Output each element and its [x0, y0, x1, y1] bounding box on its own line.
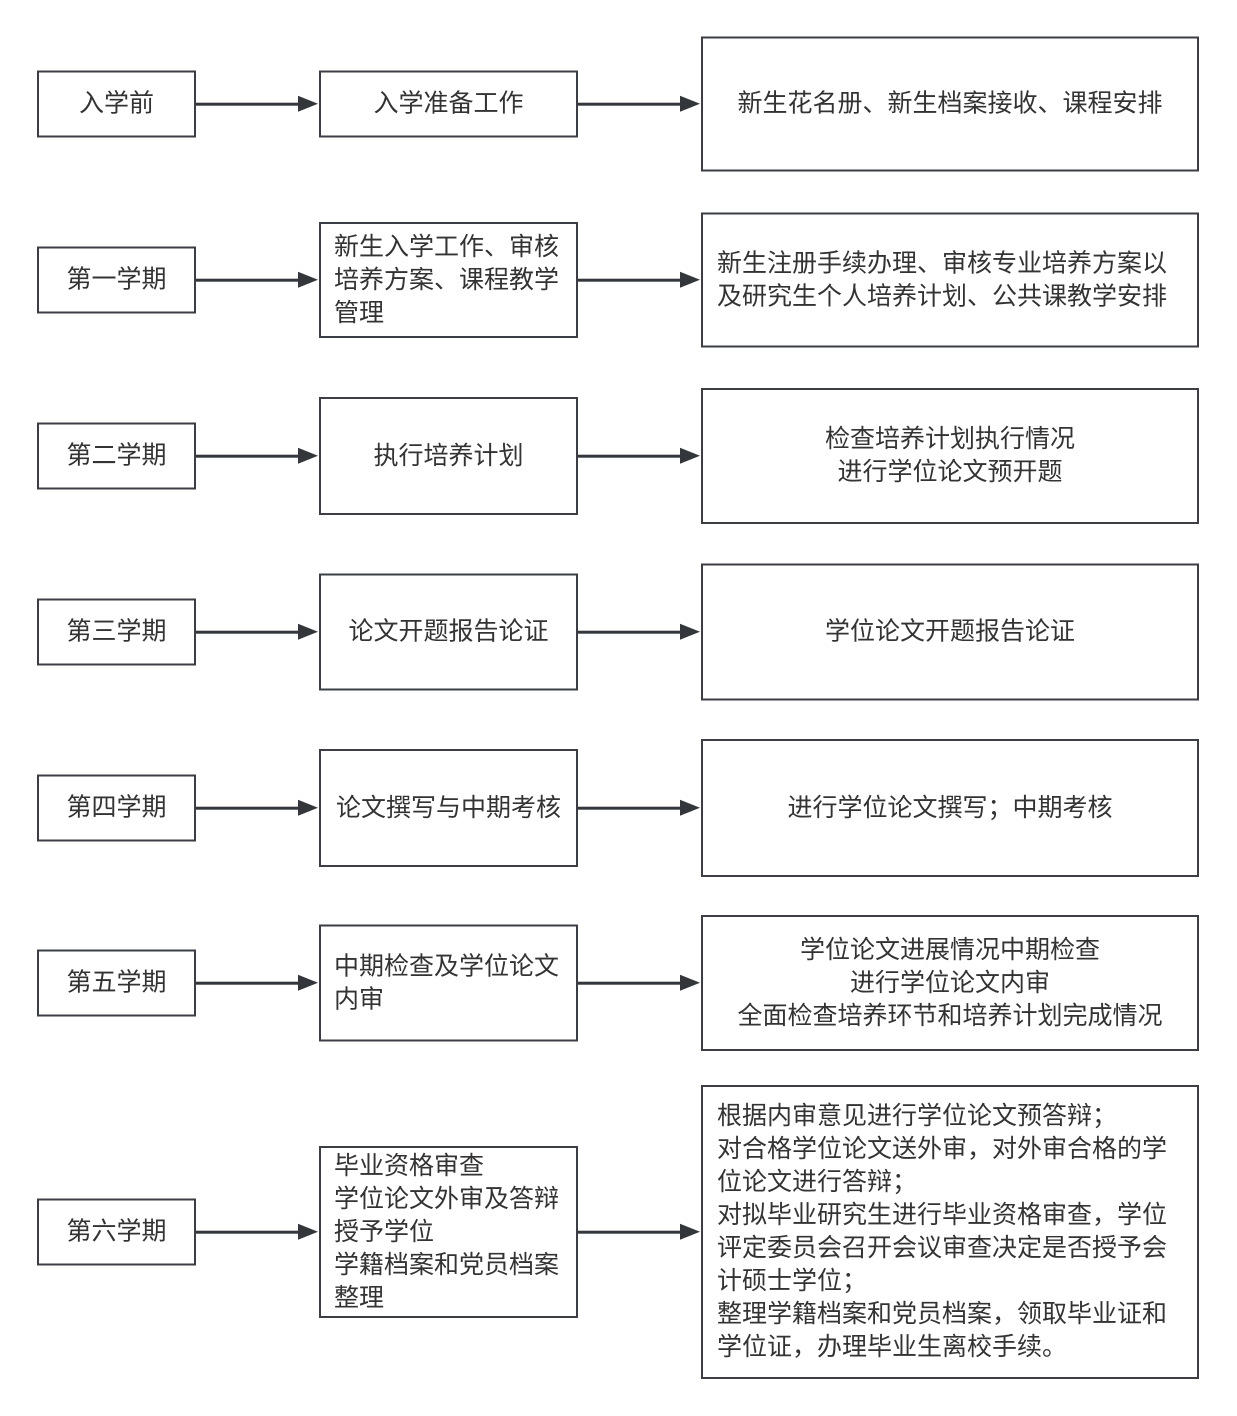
task-box: 论文开题报告论证 — [319, 573, 578, 691]
stage-box: 第一学期 — [37, 246, 196, 314]
task-text: 入学准备工作 — [373, 89, 524, 118]
stage-box: 第四学期 — [37, 774, 196, 842]
task-text: 执行培养计划 — [373, 441, 524, 470]
detail-text: 进行学位论文撰写；中期考核 — [787, 793, 1113, 822]
arrow-right-icon — [196, 102, 298, 106]
arrow-right-icon — [578, 806, 680, 810]
stage-label: 入学前 — [78, 89, 154, 118]
arrow-right-icon — [578, 278, 680, 282]
stage-box: 第二学期 — [37, 422, 196, 490]
stage-box: 第五学期 — [37, 949, 196, 1017]
stage-box: 第六学期 — [37, 1198, 196, 1266]
stage-label: 第三学期 — [66, 617, 167, 646]
detail-text: 新生花名册、新生档案接收、课程安排 — [737, 89, 1163, 118]
stage-box: 入学前 — [37, 70, 196, 138]
task-box: 执行培养计划 — [319, 397, 578, 515]
task-text: 毕业资格审查 学位论文外审及答辩 授予学位 学籍档案和党员档案 整理 — [334, 1151, 560, 1312]
detail-text: 根据内审意见进行学位论文预答辩； 对合格学位论文送外审，对外审合格的学 位论文进… — [717, 1102, 1168, 1361]
detail-box: 学位论文开题报告论证 — [701, 563, 1199, 701]
task-text: 新生入学工作、审核 培养方案、课程教学 管理 — [334, 232, 560, 327]
detail-box: 学位论文进展情况中期检查 进行学位论文内审 全面检查培养环节和培养计划完成情况 — [701, 915, 1199, 1051]
task-box: 入学准备工作 — [319, 70, 578, 138]
task-text: 论文开题报告论证 — [348, 617, 549, 646]
task-text: 论文撰写与中期考核 — [335, 793, 561, 822]
stage-label: 第二学期 — [66, 441, 167, 470]
arrow-right-icon — [578, 981, 680, 985]
detail-text: 检查培养计划执行情况 进行学位论文预开题 — [824, 425, 1075, 486]
detail-box: 检查培养计划执行情况 进行学位论文预开题 — [701, 388, 1199, 524]
detail-text: 新生注册手续办理、审核专业培养方案以 及研究生个人培养计划、公共课教学安排 — [717, 249, 1168, 310]
task-box: 毕业资格审查 学位论文外审及答辩 授予学位 学籍档案和党员档案 整理 — [319, 1146, 578, 1318]
task-box: 中期检查及学位论文 内审 — [319, 924, 578, 1042]
stage-label: 第五学期 — [66, 968, 167, 997]
arrow-right-icon — [196, 1230, 298, 1234]
stage-label: 第四学期 — [66, 793, 167, 822]
arrow-right-icon — [578, 630, 680, 634]
detail-box: 进行学位论文撰写；中期考核 — [701, 739, 1199, 877]
arrow-right-icon — [578, 454, 680, 458]
task-box: 论文撰写与中期考核 — [319, 749, 578, 867]
arrow-right-icon — [196, 981, 298, 985]
detail-box: 根据内审意见进行学位论文预答辩； 对合格学位论文送外审，对外审合格的学 位论文进… — [701, 1085, 1199, 1379]
stage-box: 第三学期 — [37, 598, 196, 666]
stage-label: 第一学期 — [66, 265, 167, 294]
arrow-right-icon — [196, 278, 298, 282]
stage-label: 第六学期 — [66, 1217, 167, 1246]
detail-text: 学位论文进展情况中期检查 进行学位论文内审 全面检查培养环节和培养计划完成情况 — [737, 935, 1163, 1030]
task-box: 新生入学工作、审核 培养方案、课程教学 管理 — [319, 222, 578, 338]
detail-box: 新生注册手续办理、审核专业培养方案以 及研究生个人培养计划、公共课教学安排 — [701, 212, 1199, 348]
arrow-right-icon — [196, 454, 298, 458]
arrow-right-icon — [196, 806, 298, 810]
arrow-right-icon — [578, 102, 680, 106]
arrow-right-icon — [196, 630, 298, 634]
task-text: 中期检查及学位论文 内审 — [334, 952, 560, 1013]
arrow-right-icon — [578, 1230, 680, 1234]
detail-text: 学位论文开题报告论证 — [824, 617, 1075, 646]
detail-box: 新生花名册、新生档案接收、课程安排 — [701, 36, 1199, 172]
